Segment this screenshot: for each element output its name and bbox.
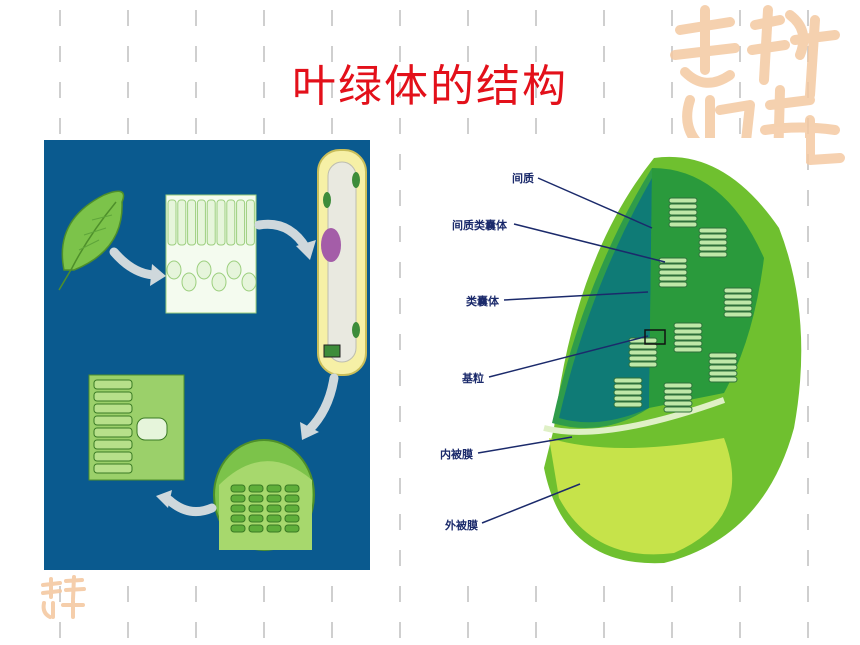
label-thylakoid: 类囊体 [466, 295, 499, 308]
label-stroma: 间质 [512, 172, 534, 185]
label-inner-membrane: 内被膜 [440, 448, 473, 461]
grana-closeup [88, 374, 185, 481]
leaf-icon [58, 190, 125, 291]
auspicious-seal-decoration-icon [670, 5, 845, 170]
leaf-tissue-section [165, 194, 257, 314]
chloroplast-small [213, 439, 315, 551]
slide-title: 叶绿体的结构 [292, 61, 568, 112]
label-stroma-thylakoid: 间质类囊体 [452, 219, 507, 232]
leaf-to-chloroplast-diagram [44, 140, 370, 570]
small-seal-icon [41, 575, 86, 619]
label-granum: 基粒 [462, 372, 484, 385]
label-outer-membrane: 外被膜 [445, 519, 478, 532]
plant-cell [317, 149, 367, 376]
chloroplast-cross-section [424, 138, 806, 570]
